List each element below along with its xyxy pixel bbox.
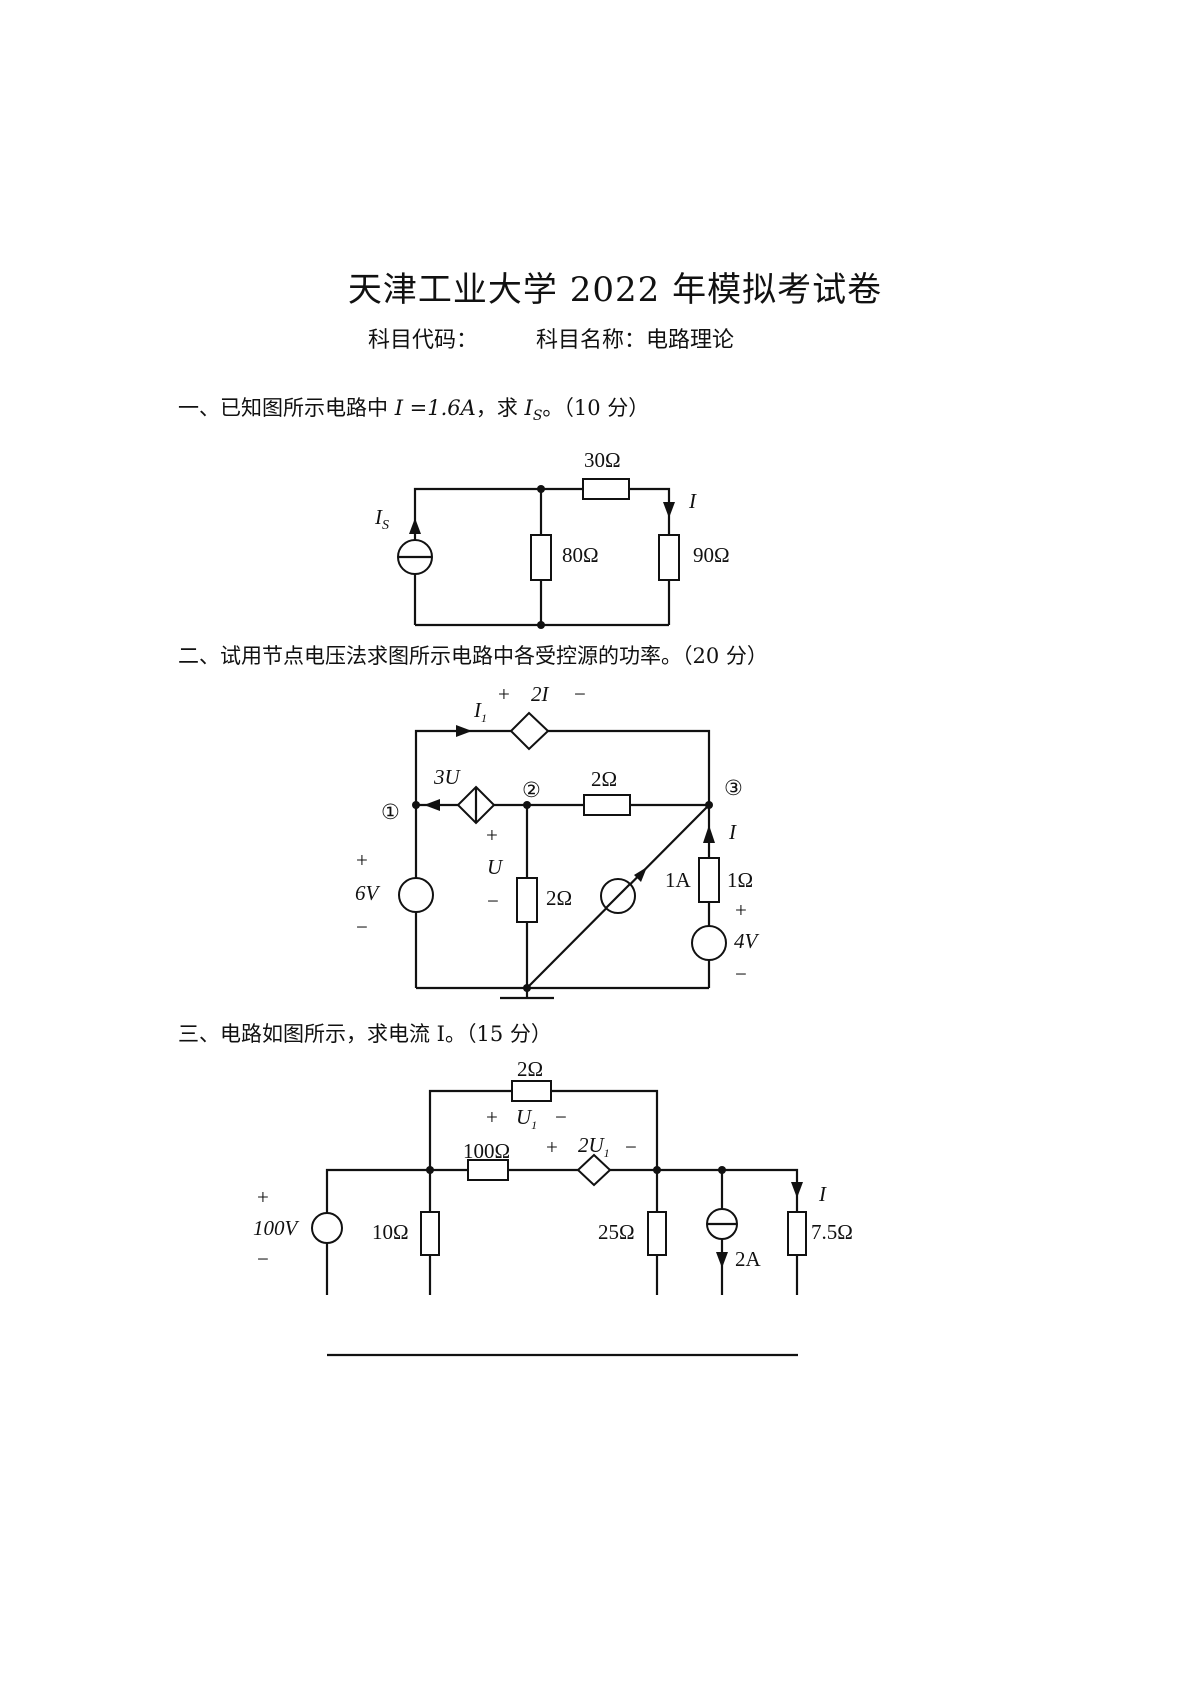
label-100-ohm: 100Ω [463,1139,510,1163]
label-src-minus: − [625,1135,637,1159]
arrow-down-icon [791,1182,803,1198]
label-10-ohm: 10Ω [372,1220,409,1244]
label-6v-minus: − [356,915,368,939]
circuit-3: 2Ω + U1 − 100Ω + 2U1 − + 100V − 10Ω 25Ω … [253,1057,853,1357]
ground-node-dot [523,984,531,992]
label-4v-plus: + [735,898,747,922]
circuit-2: I1 + 2I − 3U ① ② ③ 2Ω 2Ω + U − + 6V − 1A… [355,682,760,1000]
subject-name-label: 科目名称： [536,328,647,353]
junction-dot [653,1166,661,1174]
label-i: I [728,820,737,844]
wire [548,729,711,805]
wire [551,1089,659,1170]
arrow-up-icon [409,518,421,534]
label-7-5-ohm: 7.5Ω [811,1220,853,1244]
label-u-minus: − [487,889,499,913]
wire [610,1168,799,1212]
label-2-ohm: 2Ω [517,1057,543,1081]
junction-dot [537,621,545,629]
subject-name: 电路理论 [646,328,735,353]
label-src-plus: + [546,1135,558,1159]
wire [428,1089,512,1170]
label-u: U [487,855,504,879]
label-2u1: 2U1 [578,1133,610,1160]
resistor-90 [658,534,680,581]
arrow-down-icon [663,502,675,518]
label-90-ohm: 90Ω [693,543,730,567]
node-2-dot [523,801,531,809]
label-6v: 6V [355,881,381,905]
label-25-ohm: 25Ω [598,1220,635,1244]
voltage-source-6v [398,877,434,913]
arrow-diagonal-icon [634,867,647,882]
label-4v: 4V [734,929,760,953]
resistor-30 [582,478,630,500]
label-i: I [688,489,697,513]
label-node-2: ② [522,778,541,802]
label-2a: 2A [735,1247,762,1271]
label-6v-plus: + [356,848,368,872]
label-3u: 3U [433,765,462,789]
arrow-down-icon [716,1252,728,1268]
label-100v-plus: + [257,1185,269,1209]
resistor-10 [420,1211,440,1256]
label-1a: 1A [665,868,692,892]
junction-dot [426,1166,434,1174]
question-3-text: 三、电路如图所示，求电流 I。（15 分） [178,1022,552,1046]
arrow-up-icon [703,825,715,843]
label-u1-plus: + [486,1105,498,1129]
label-100v: 100V [253,1216,300,1240]
label-i1: I1 [473,698,487,725]
junction-dot [537,485,545,493]
label-u1: U1 [516,1105,537,1132]
resistor-2-horizontal [583,794,631,816]
circuit-1: IS 30Ω 80Ω 90Ω I [374,448,730,629]
label-4v-minus: − [735,962,747,986]
resistor-1 [698,857,720,903]
label-30-ohm: 30Ω [584,448,621,472]
label-2-ohm-top: 2Ω [591,767,617,791]
arrow-right-icon [456,725,472,737]
resistor-25 [647,1211,667,1256]
label-u1-minus: − [555,1105,567,1129]
junction-dot [718,1166,726,1174]
label-node-3: ③ [724,776,743,800]
label-1-ohm: 1Ω [727,868,753,892]
resistor-100 [467,1159,509,1181]
wire [325,1168,468,1295]
label-2-ohm-mid: 2Ω [546,886,572,910]
dependent-voltage-source-2i [509,711,550,751]
dependent-voltage-source-2u1 [576,1153,612,1187]
resistor-7-5 [787,1211,807,1256]
label-i: I [818,1182,827,1206]
current-source-bar [605,883,631,909]
subject-code-label: 科目代码： [368,328,479,353]
label-u-plus: + [486,823,498,847]
wire [413,487,583,625]
label-node-1: ① [381,800,400,824]
question-2-text: 二、试用节点电压法求图所示电路中各受控源的功率。（20 分） [178,644,768,668]
wire [629,487,671,535]
resistor-80 [530,534,552,581]
label-100v-minus: − [257,1247,269,1271]
label-is: IS [374,505,389,533]
resistor-2 [511,1080,552,1102]
label-plus: + [498,682,510,706]
voltage-source-100v [311,1212,343,1244]
page-title: 天津工业大学 2022 年模拟考试卷 [347,270,883,310]
node-3-dot [705,801,713,809]
voltage-source-4v [691,925,727,961]
arrow-left-icon [424,799,440,811]
resistor-2-vertical [516,877,538,923]
label-80-ohm: 80Ω [562,543,599,567]
node-1-dot [412,801,420,809]
label-2i: 2I [531,682,550,706]
label-minus: − [574,682,586,706]
question-1-text: 一、已知图所示电路中 I =1.6A，求 IS。（10 分） [178,396,650,425]
